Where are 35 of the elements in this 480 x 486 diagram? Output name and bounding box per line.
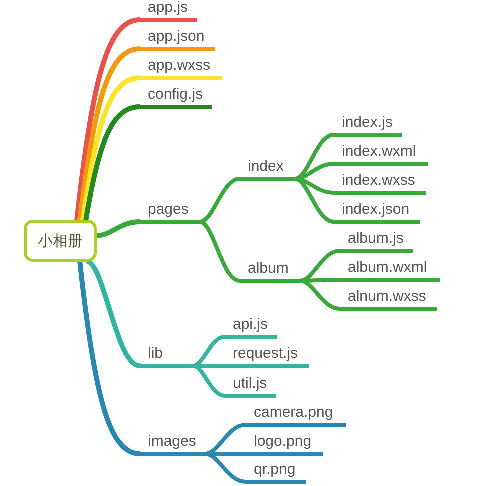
underlined-topic: app.wxss bbox=[140, 57, 222, 80]
underlined-topic: images bbox=[140, 433, 205, 456]
underlined-topic: alnum.wxss bbox=[340, 288, 437, 311]
underlined-topic: index.json bbox=[334, 201, 420, 224]
underlined-topic: config.js bbox=[140, 86, 212, 109]
branch-line bbox=[300, 278, 340, 283]
branch-line bbox=[78, 46, 140, 222]
underlined-topic: album.wxml bbox=[340, 259, 440, 282]
branch-line bbox=[294, 162, 334, 181]
branch-line bbox=[84, 258, 141, 368]
underlined-topic: index.js bbox=[334, 114, 402, 137]
underlined-topic: album.js bbox=[340, 230, 413, 253]
underlined-topic: index.wxss bbox=[334, 172, 426, 195]
branch-line bbox=[96, 220, 140, 238]
underlined-topic: index.wxml bbox=[334, 143, 428, 166]
underlined-topic: logo.png bbox=[246, 433, 323, 456]
underlined-topic: lib bbox=[140, 345, 193, 368]
underlined-topic: app.js bbox=[140, 0, 197, 22]
underlined-topic: api.js bbox=[225, 316, 277, 339]
underlined-topic: index bbox=[240, 158, 295, 181]
underlined-topic: request.js bbox=[225, 345, 309, 368]
branch-line bbox=[200, 177, 240, 224]
underlined-topic: camera.png bbox=[246, 404, 346, 427]
root-topic-box: 小相册 bbox=[24, 220, 97, 262]
branch-line bbox=[74, 18, 140, 222]
underlined-topic: qr.png bbox=[246, 461, 306, 484]
branch-line bbox=[78, 260, 140, 456]
branch-line bbox=[80, 76, 140, 222]
branch-line bbox=[294, 177, 334, 195]
underlined-topic: util.js bbox=[225, 375, 276, 398]
underlined-topic: pages bbox=[140, 201, 200, 224]
branch-line bbox=[84, 104, 140, 222]
branch-line bbox=[199, 220, 241, 283]
underlined-topic: app.json bbox=[140, 28, 215, 51]
underlined-topic: album bbox=[240, 260, 300, 283]
